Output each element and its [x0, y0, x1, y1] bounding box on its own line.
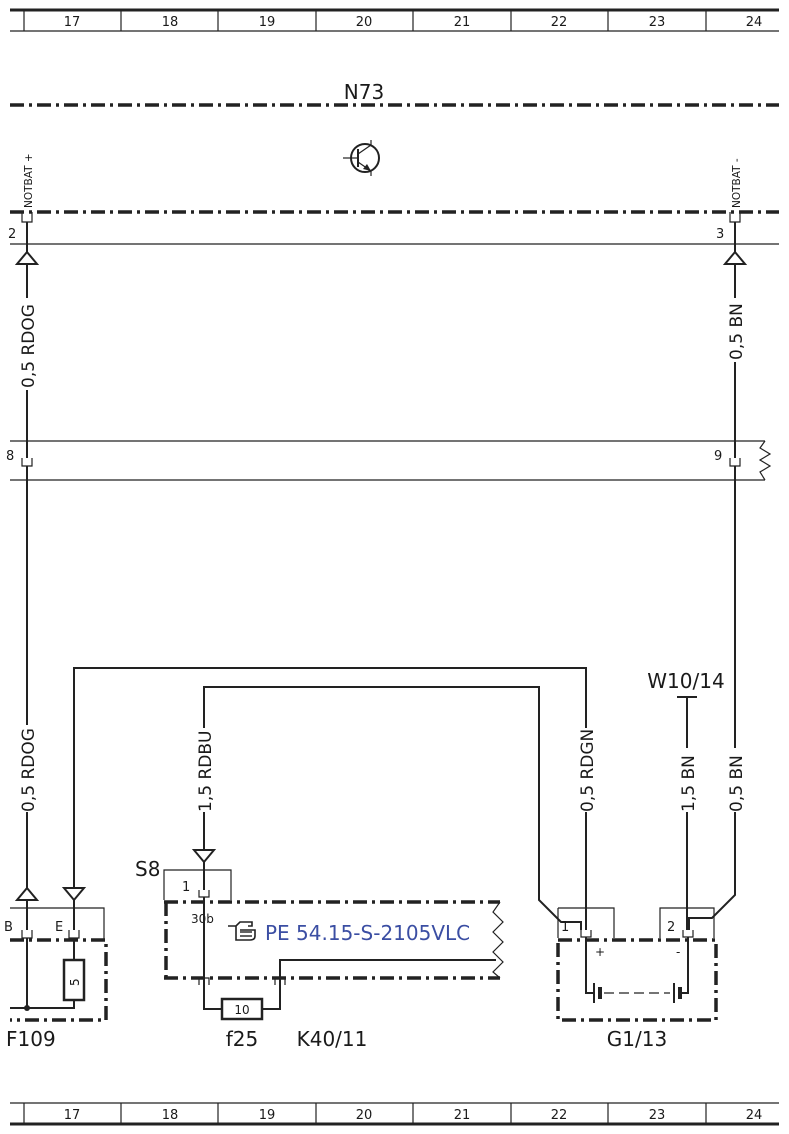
g1-pin-2: 2 [667, 920, 675, 935]
ruler-col-17: 17 [64, 15, 81, 30]
s8-label: S8 [135, 857, 160, 881]
ruler-col-17: 17 [64, 1108, 81, 1123]
f25-label: f25 [226, 1027, 259, 1051]
pin-3: 3 [716, 227, 724, 242]
ruler-col-19: 19 [259, 1108, 276, 1123]
ground-w10-14: W10/14 [647, 669, 725, 930]
g1-plus: + [595, 945, 605, 959]
wire-rdbu [191, 686, 582, 930]
f109-pin-b: B [4, 920, 13, 935]
pin-2: 2 [8, 227, 16, 242]
ruler-col-22: 22 [551, 15, 568, 30]
ruler-col-21: 21 [454, 15, 471, 30]
k40-11-label: K40/11 [297, 1027, 368, 1051]
n73-module: N73 NOTBAT + NOTBAT - [10, 80, 779, 214]
wire-bn-right [688, 222, 748, 930]
ruler-col-18: 18 [162, 15, 179, 30]
wire-label-rdgn: 0,5 RDGN [578, 729, 598, 812]
k40-11-block: S8 1 30b PE 54.15-S-2105VLC 10 f25 K40/1… [135, 857, 504, 1051]
f109-label: F109 [6, 1027, 56, 1051]
g1-13-battery: 1 2 + - G1/13 [556, 907, 718, 1051]
wire-rdgn [61, 667, 587, 930]
ruler-col-19: 19 [259, 15, 276, 30]
battery-icon [593, 983, 682, 1003]
f109-fuse-value: 5 [68, 978, 82, 986]
wire-label-rdbu: 1,5 RDBU [196, 731, 216, 812]
transistor-icon [343, 140, 380, 176]
bottom-ruler: 17 18 19 20 21 22 23 24 [10, 1102, 779, 1126]
wire-label-bn-lower: 0,5 BN [727, 755, 747, 812]
wire-rdog-left [14, 222, 40, 930]
pin-9: 9 [714, 449, 722, 464]
reference-link-text[interactable]: PE 54.15-S-2105VLC [265, 921, 470, 945]
w10-14-label: W10/14 [647, 669, 724, 693]
notbat-plus-label: NOTBAT + [23, 153, 35, 208]
f109-pin-e: E [55, 920, 63, 935]
ruler-col-23: 23 [649, 1108, 666, 1123]
ruler-col-22: 22 [551, 1108, 568, 1123]
ruler-col-23: 23 [649, 15, 666, 30]
notbat-minus-label: NOTBAT - [731, 158, 743, 208]
terminal-30b: 30b [191, 912, 214, 926]
reference-link[interactable]: PE 54.15-S-2105VLC [228, 921, 470, 945]
wire-label-bn-upper: 0,5 BN [727, 303, 747, 360]
g1-minus: - [676, 945, 680, 959]
connector-bar-middle: 8 9 [6, 440, 772, 481]
f109-fuse-box: B E 5 F109 [4, 907, 108, 1051]
wire-label-bn-w10: 1,5 BN [679, 755, 699, 812]
ruler-col-24: 24 [746, 15, 763, 30]
pin-8: 8 [6, 449, 14, 464]
wire-label-rdog-lower: 0,5 RDOG [19, 728, 39, 812]
s8-pin-1: 1 [182, 880, 190, 895]
wire-label-rdog-upper: 0,5 RDOG [19, 304, 39, 388]
g1-13-label: G1/13 [607, 1027, 667, 1051]
ruler-col-24: 24 [746, 1108, 763, 1123]
ruler-col-18: 18 [162, 1108, 179, 1123]
n73-label: N73 [344, 80, 384, 104]
pointing-hand-icon [228, 921, 256, 941]
ruler-col-20: 20 [356, 15, 373, 30]
top-ruler: 17 18 19 20 21 22 23 24 [10, 8, 779, 32]
connector-bar-top: 2 3 [8, 212, 779, 245]
ruler-col-20: 20 [356, 1108, 373, 1123]
ruler-col-21: 21 [454, 1108, 471, 1123]
f25-fuse-value: 10 [234, 1003, 249, 1017]
g1-pin-1: 1 [561, 920, 569, 935]
